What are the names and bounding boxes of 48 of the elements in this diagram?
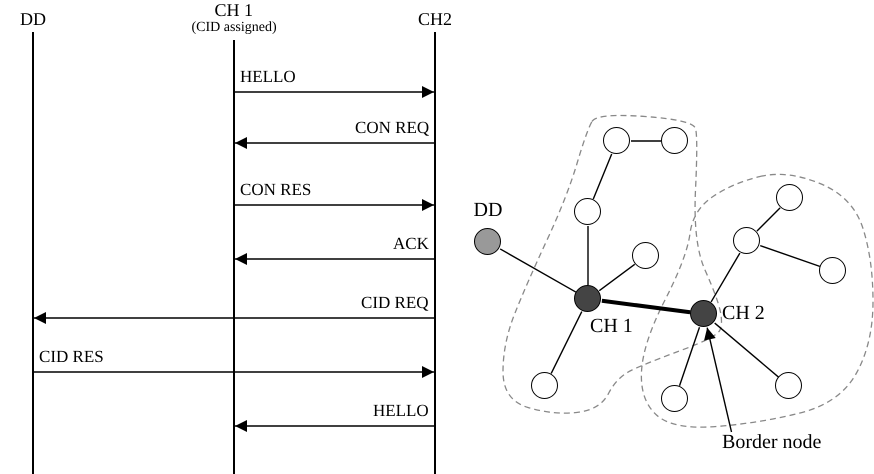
leader-arrow [704,327,732,432]
lifeline [32,32,34,474]
link-line [756,207,781,232]
message-label: CID REQ [361,294,429,311]
message-label: CON RES [240,181,312,198]
link-line [714,322,779,378]
node-circle [661,385,688,412]
message-arrow [235,253,434,265]
link-line [592,154,612,200]
callout-label: Border node [722,432,822,452]
link-line [710,252,740,302]
node-circle [531,372,558,399]
lifeline [434,32,436,474]
node-label: DD [474,200,502,220]
lifeline-heading: (CID assigned) [192,21,277,35]
lifeline [233,40,235,474]
lifeline-heading: CH2 [418,10,452,28]
message-arrow [235,137,434,149]
link-line [587,226,589,285]
message-label: CID RES [39,348,104,365]
message-arrow [235,86,434,98]
node-circle [603,127,630,154]
link-line [602,298,690,314]
link-line [598,264,636,292]
message-arrow [235,420,434,432]
node-circle [819,257,846,284]
node-circle [661,127,688,154]
link-line [760,244,820,268]
message-arrow [34,312,434,324]
node-circle [632,242,659,269]
link-line [550,311,582,374]
message-label: HELLO [240,68,296,85]
node-label: CH 1 [590,316,633,336]
link-line [631,140,661,142]
lifeline-heading: DD [20,10,46,28]
lifeline-heading: CH 1 [214,1,254,19]
message-arrow [34,366,434,378]
message-label: HELLO [373,402,429,419]
link-line [500,248,576,293]
node-circle [776,184,803,211]
message-arrow [235,199,434,211]
node-circle [733,227,760,254]
node-label: CH 2 [722,303,765,323]
message-label: CON REQ [355,119,430,136]
message-label: ACK [393,235,429,252]
node-circle [775,372,802,399]
node-circle [574,198,601,225]
link-line [678,327,700,386]
